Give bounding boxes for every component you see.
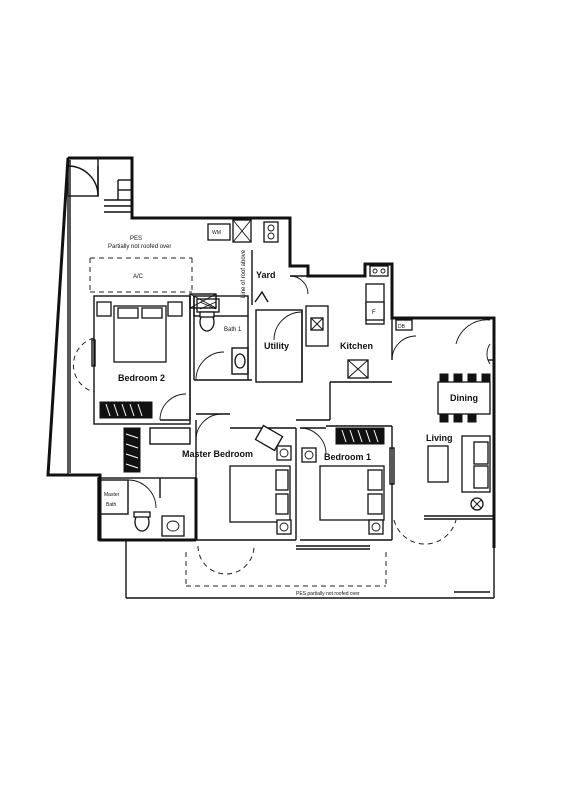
utility-label: Utility (264, 341, 289, 351)
living-label: Living (426, 433, 453, 443)
line-of-roof-label: Line of roof above (241, 249, 247, 298)
utility: Utility (255, 309, 303, 383)
dining: Dining (437, 319, 491, 423)
bedroom1: Bedroom 1 (299, 425, 395, 541)
bottom-pes: PES partially not roofed over (125, 540, 495, 599)
ac-label: A/C (133, 274, 144, 280)
pes-top: PES Partially not roofed over A/C (89, 236, 193, 293)
wm-label: WM (212, 230, 221, 236)
corridor-wardrobe (123, 427, 191, 473)
master-bedroom-label: Master Bedroom (182, 449, 253, 459)
fridge-label: F (372, 310, 376, 316)
bedroom1-label: Bedroom 1 (324, 452, 371, 462)
dining-label: Dining (450, 393, 478, 403)
pes-label: PES (130, 236, 142, 242)
washer-area: WM (207, 219, 279, 243)
master-bath-line1: Master (104, 492, 120, 498)
pes-note-label: Partially not roofed over (108, 244, 171, 250)
master-bedroom: Master Bedroom (182, 413, 297, 575)
bedroom2-label: Bedroom 2 (118, 373, 165, 383)
kitchen-label: Kitchen (340, 341, 373, 351)
bath1: Bath 1 (193, 295, 252, 381)
yard-label: Yard (256, 270, 276, 280)
bath1-label: Bath 1 (224, 327, 242, 333)
yard: Line of roof above Yard (241, 249, 309, 305)
db-label: DB (398, 324, 406, 330)
kitchen: F Kitchen DB (305, 265, 417, 383)
living: Living (393, 359, 494, 545)
stair-void (67, 157, 132, 213)
bedroom2: Bedroom 2 (72, 293, 217, 425)
master-bath: Master Bath (97, 477, 197, 541)
interior-walls (189, 296, 331, 440)
master-bath-line2: Bath (106, 502, 117, 508)
bottom-note-label: PES partially not roofed over (296, 591, 360, 597)
